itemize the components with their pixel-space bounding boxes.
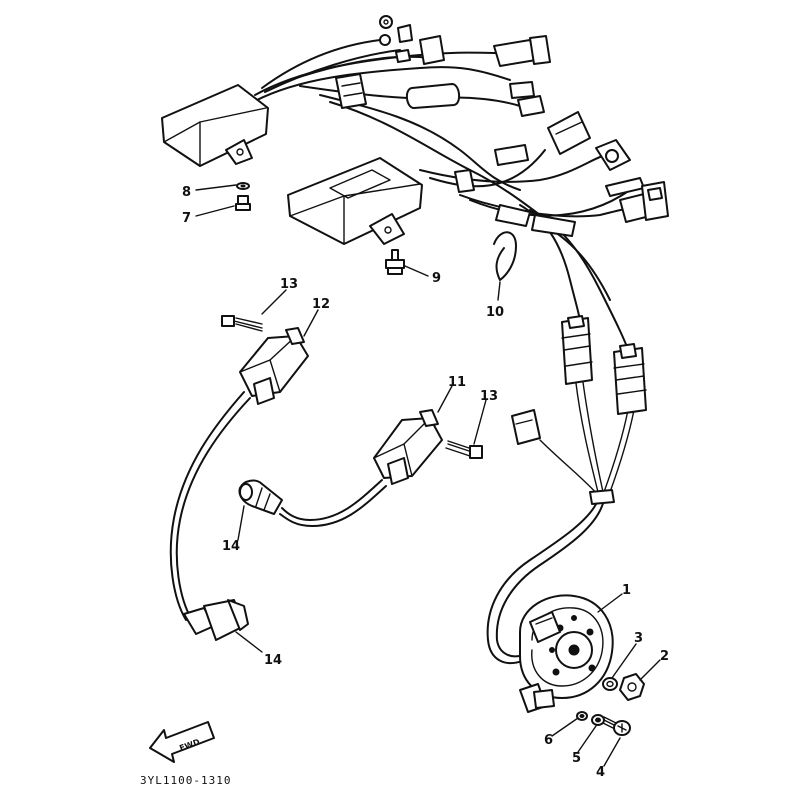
lock-washer-5[interactable] <box>591 714 605 726</box>
nut-2[interactable] <box>619 673 645 701</box>
bolt-9[interactable] <box>385 249 405 275</box>
harness-connectors[interactable] <box>335 15 669 445</box>
leader-lines <box>195 184 661 767</box>
spark-plug-cap-14-upper[interactable] <box>238 479 283 515</box>
callout-4: 4 <box>596 765 605 780</box>
callout-2: 2 <box>660 649 669 664</box>
callout-10: 10 <box>486 305 504 320</box>
drawing-code: 3YL1100-1310 <box>140 774 231 787</box>
cdi-unit-lower[interactable] <box>287 157 423 245</box>
forward-arrow-icon: FWD <box>149 721 215 763</box>
ignition-coil-11[interactable] <box>373 409 443 485</box>
callout-1: 1 <box>622 583 631 598</box>
wire-clamp-10[interactable] <box>493 231 517 281</box>
cdi-unit-upper[interactable] <box>161 84 269 167</box>
callout-5: 5 <box>572 751 581 766</box>
callout-11: 11 <box>448 375 466 390</box>
bolt-13-lower[interactable] <box>445 440 483 459</box>
washer-6[interactable] <box>576 711 588 721</box>
callout-6: 6 <box>544 733 553 748</box>
screw-4[interactable] <box>602 716 631 736</box>
callout-7: 7 <box>182 211 191 226</box>
ignition-coil-12[interactable] <box>239 327 309 405</box>
callout-13-upper: 13 <box>280 277 298 292</box>
callout-labels: 1 2 3 4 5 6 7 8 9 10 11 12 13 13 14 14 <box>182 185 669 780</box>
callout-14-lower: 14 <box>264 653 282 668</box>
callout-14-upper: 14 <box>222 539 240 554</box>
washer-3[interactable] <box>602 677 618 691</box>
ht-lead-12[interactable] <box>175 397 251 621</box>
washer-8[interactable] <box>236 182 250 190</box>
bolt-7[interactable] <box>235 195 251 211</box>
stator-assembly-1[interactable] <box>519 594 614 713</box>
callout-12: 12 <box>312 297 330 312</box>
bolt-13-upper[interactable] <box>221 315 263 332</box>
callout-13-lower: 13 <box>480 389 498 404</box>
callout-8: 8 <box>182 185 191 200</box>
callout-9: 9 <box>432 271 441 286</box>
spark-plug-cap-14-lower[interactable] <box>183 599 249 641</box>
callout-3: 3 <box>634 631 643 646</box>
ht-lead-11[interactable] <box>281 479 383 521</box>
